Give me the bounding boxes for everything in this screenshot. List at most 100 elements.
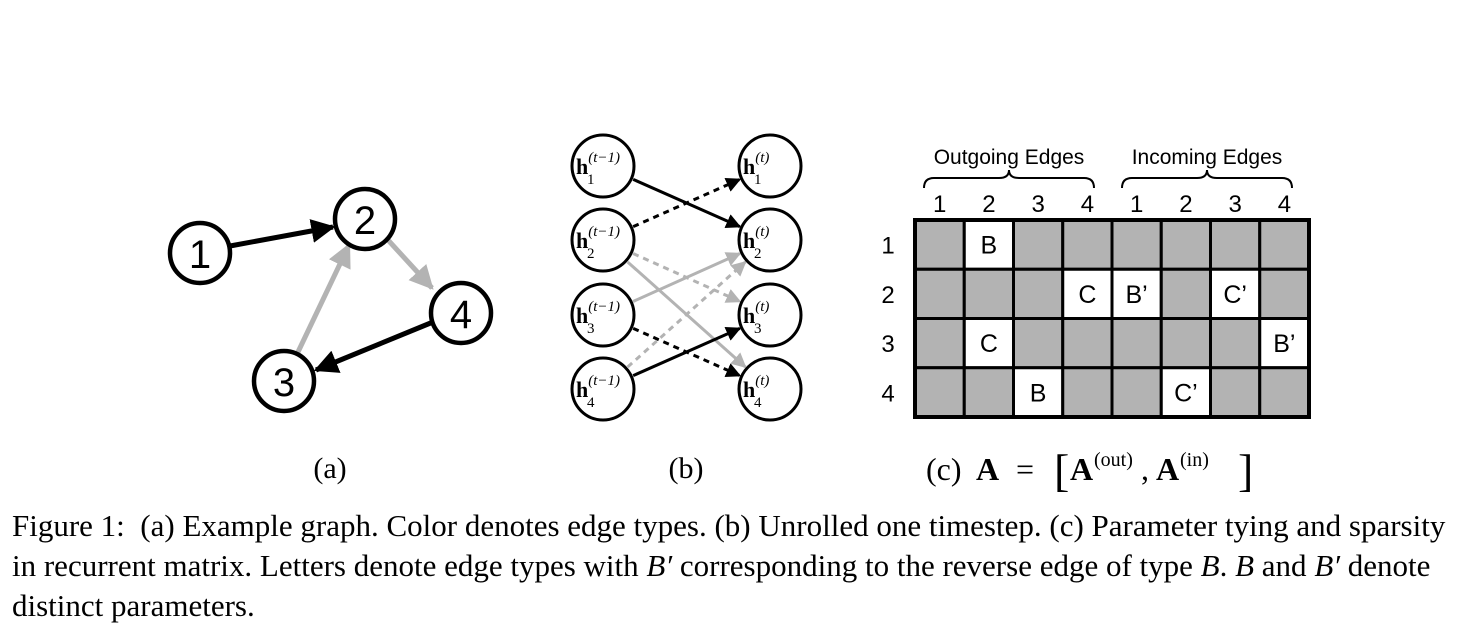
unrolled-node-prev-4-label: h(t−1)4	[576, 373, 620, 411]
graph-node-4: 4	[428, 280, 494, 346]
matrix-cell-label: C’	[1174, 379, 1198, 407]
matrix-cell-empty	[1110, 366, 1163, 419]
unrolled-node-prev-1: h(t−1)1	[570, 133, 636, 199]
matrix-cell-empty	[1159, 267, 1212, 320]
brace-outgoing	[923, 169, 1095, 189]
matrix-row-label: 4	[881, 380, 894, 407]
matrix-cell-empty	[1012, 267, 1065, 320]
caption-text-3: .	[1219, 548, 1236, 583]
unrolled-node-prev-2-label: h(t−1)2	[576, 224, 620, 262]
panel-b-unrolled: h(t−1)1 h(t−1)2 h(t−1)3 h(t−1)4 h(t)1 h(t)2 h(…	[570, 133, 803, 485]
matrix-cell-label: C’	[1223, 281, 1247, 309]
caption-math-b-2: B	[1235, 548, 1255, 583]
unrolled-node-prev-3: h(t−1)3	[570, 282, 636, 348]
unrolled-edges	[626, 177, 747, 378]
matrix-cell-label: B’	[1126, 281, 1148, 309]
unrolled-edge-4-2	[626, 260, 747, 369]
matrix-column-label: 2	[1179, 191, 1192, 218]
graph-edge-4-3	[313, 319, 434, 373]
matrix-column-label: 1	[933, 191, 946, 218]
graph-edge-2-4	[386, 238, 434, 290]
unrolled-node-prev-1-label: h(t−1)1	[576, 150, 620, 188]
matrix-row-label: 2	[881, 282, 894, 309]
graph-node-3-label: 3	[273, 361, 295, 405]
panel-c-matrix: Outgoing Edges Incoming Edges 1 2 3 4 1 2 3 4 1…	[881, 146, 1311, 496]
matrix-column-label: 3	[1031, 191, 1044, 218]
formula-sup-out: (out)	[1094, 449, 1133, 471]
graph-node-3: 3	[251, 348, 317, 414]
matrix-cell-empty	[1159, 218, 1212, 271]
panel-a-label: (a)	[313, 452, 346, 485]
matrix-row-label: 1	[881, 233, 894, 260]
matrix-cell-empty	[1209, 218, 1262, 271]
caption-text-1: Figure 1: (a) Example graph. Color denot…	[12, 508, 1454, 583]
matrix-cell-empty	[1258, 218, 1311, 271]
matrix-cell-filled	[1110, 267, 1163, 320]
graph-node-4-label: 4	[450, 293, 472, 337]
panel-a-graph: 1 2 3 4 (a)	[167, 186, 494, 485]
matrix-cell-empty	[1110, 218, 1163, 271]
formula-lhs: A	[976, 451, 999, 487]
matrix-cell-empty	[1012, 317, 1065, 370]
group-label-outgoing: Outgoing Edges	[934, 146, 1085, 169]
matrix-cell-filled	[1012, 366, 1065, 419]
matrix-border	[913, 218, 1311, 419]
unrolled-nodes: h(t−1)1 h(t−1)2 h(t−1)3 h(t−1)4 h(t)1 h(t)2 h(…	[570, 133, 803, 422]
matrix-cell-label: B’	[1273, 330, 1295, 358]
matrix-cell-empty	[1110, 317, 1163, 370]
matrix-cell-empty	[1061, 366, 1114, 419]
unrolled-edge-2-1	[632, 177, 742, 229]
matrix-cell-empty	[962, 267, 1015, 320]
matrix-cell-empty	[1061, 218, 1114, 271]
unrolled-node-curr-4-label: h(t)4	[743, 373, 769, 411]
matrix-cell-empty	[913, 267, 966, 320]
matrix-column-label: 4	[1081, 191, 1094, 218]
matrix-cell-label: B	[1030, 379, 1047, 407]
graph-edge-1-2	[229, 219, 336, 249]
unrolled-node-prev-2: h(t−1)2	[570, 207, 636, 273]
matrix-cell-empty	[1159, 317, 1212, 370]
group-label-incoming: Incoming Edges	[1132, 146, 1283, 169]
panel-b-label: (b)	[669, 452, 704, 485]
matrix-column-label: 3	[1228, 191, 1241, 218]
brace-incoming	[1121, 169, 1293, 189]
matrix-column-label: 4	[1278, 191, 1291, 218]
matrix-cell-empty	[913, 366, 966, 419]
figure-caption: Figure 1: (a) Example graph. Color denot…	[12, 506, 1468, 626]
unrolled-node-curr-1: h(t)1	[737, 133, 803, 199]
matrix-cell-label: C	[1078, 281, 1096, 309]
matrix-cell-empty	[1012, 218, 1065, 271]
matrix-column-label: 2	[982, 191, 995, 218]
graph-node-1-label: 1	[189, 233, 211, 277]
matrix-cell-label: C	[980, 330, 998, 358]
matrix-cell-empty	[1209, 366, 1262, 419]
panel-c-prefix: (c)	[926, 451, 962, 487]
matrix-cell-empty	[962, 366, 1015, 419]
formula-equals: =	[1016, 451, 1034, 487]
formula-right-bracket: ]	[1238, 445, 1253, 496]
graph-edge-3-2	[295, 242, 352, 354]
matrix-cell-empty	[1258, 366, 1311, 419]
unrolled-node-curr-4: h(t)4	[737, 356, 803, 422]
caption-math-b-1: B	[1200, 548, 1220, 583]
unrolled-node-prev-4: h(t−1)4	[570, 356, 636, 422]
caption-text-2: corresponding to the reverse edge of typ…	[672, 548, 1201, 583]
matrix-cell-empty	[1258, 267, 1311, 320]
unrolled-node-curr-2-label: h(t)2	[743, 224, 769, 262]
unrolled-node-curr-1-label: h(t)1	[743, 150, 769, 188]
panel-c-label: (c) A = [ A (out) , A (in) ]	[926, 437, 1253, 496]
matrix-cell-empty	[913, 317, 966, 370]
unrolled-node-prev-3-label: h(t−1)3	[576, 299, 620, 337]
matrix-row-labels: 1 2 3 4	[881, 233, 894, 408]
matrix-cell-empty	[1061, 317, 1114, 370]
graph-node-2-label: 2	[354, 199, 376, 243]
formula-a-in: A	[1156, 451, 1179, 487]
matrix-row-label: 3	[881, 331, 894, 358]
formula-sup-in: (in)	[1180, 449, 1209, 471]
caption-text-4: and	[1254, 548, 1315, 583]
graph-node-2: 2	[332, 186, 398, 252]
formula-left-bracket: [	[1054, 445, 1069, 496]
